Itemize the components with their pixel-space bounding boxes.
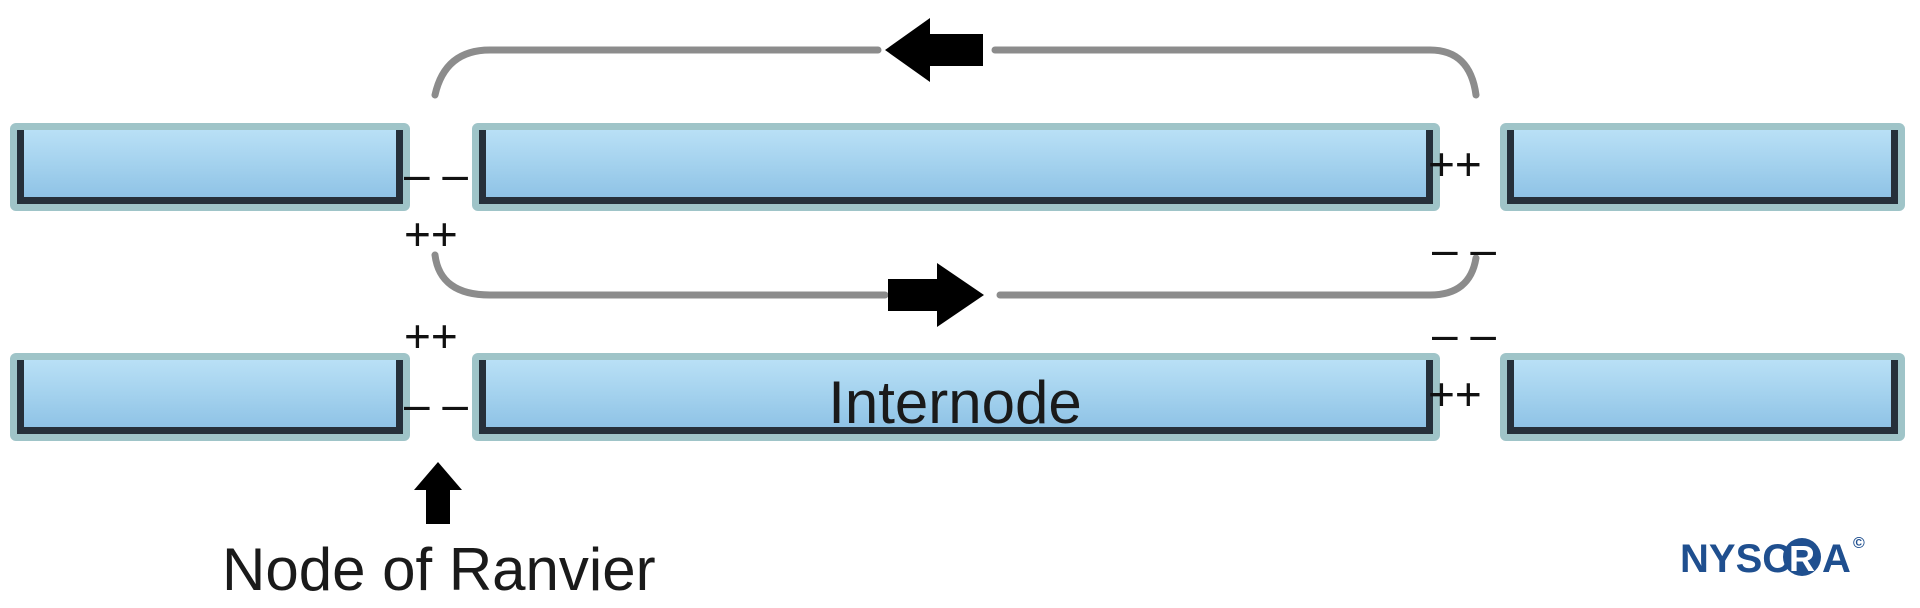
logo-text-left: NYSO bbox=[1680, 537, 1793, 581]
charge-bottom-right-node-inside: ++ bbox=[1428, 368, 1482, 420]
nysora-logo: NYSO R A © bbox=[1680, 535, 1865, 581]
bottom-right-segment bbox=[1500, 353, 1905, 441]
logo-circle bbox=[1783, 538, 1821, 576]
bottom-current-loop bbox=[431, 251, 1480, 299]
top-right-segment bbox=[1500, 123, 1905, 211]
internode-label: Internode bbox=[828, 369, 1082, 436]
charge-bottom-left-node-outside: ++ bbox=[404, 310, 458, 362]
top-left-segment bbox=[10, 123, 410, 211]
bottom-left-segment bbox=[10, 353, 410, 441]
charge-top-left-node-inside: – – bbox=[404, 148, 468, 200]
top-left-arrow bbox=[885, 18, 983, 82]
logo-copyright: © bbox=[1853, 535, 1865, 552]
bottom-right-arrow bbox=[888, 263, 984, 327]
logo-text-circle: R bbox=[1789, 538, 1815, 579]
top-internode-segment bbox=[472, 123, 1440, 211]
charge-top-left-node-outside: ++ bbox=[404, 208, 458, 260]
charge-bottom-left-node-inside: – – bbox=[404, 378, 468, 430]
top-current-loop bbox=[431, 46, 1480, 99]
charge-top-right-node-outside: – – bbox=[1432, 223, 1496, 275]
node-pointer-arrow bbox=[414, 462, 462, 524]
charge-top-right-node-inside: ++ bbox=[1428, 138, 1482, 190]
logo-text-right: A bbox=[1822, 537, 1851, 581]
bottom-internode-segment bbox=[472, 353, 1440, 441]
charge-bottom-right-node-outside: – – bbox=[1432, 308, 1496, 360]
node-of-ranvier-label: Node of Ranvier bbox=[222, 536, 656, 603]
